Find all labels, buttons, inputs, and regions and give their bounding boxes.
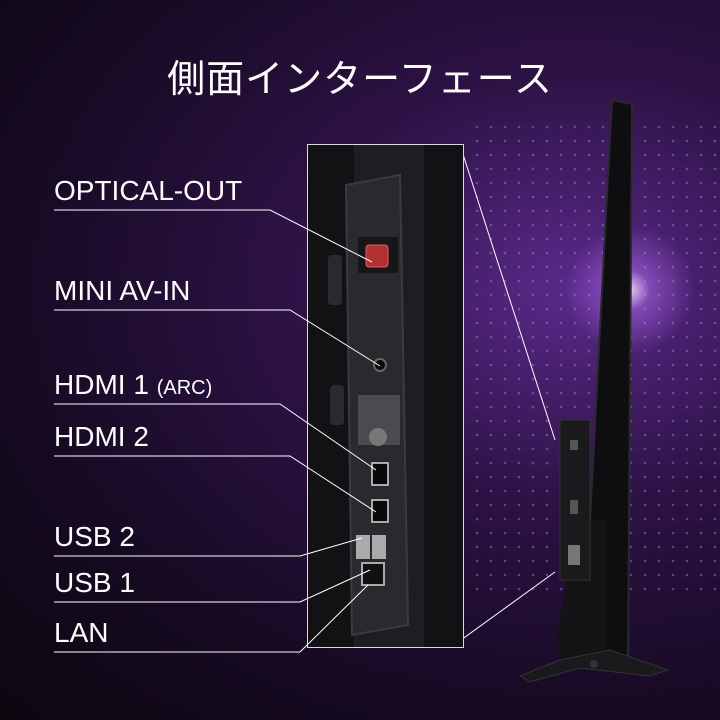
mini-av-port-icon xyxy=(373,358,387,372)
mini-av-in-label: MINI AV-IN xyxy=(54,275,191,306)
usb-port-icon xyxy=(372,535,386,559)
lan-label: LAN xyxy=(54,617,109,648)
hdmi-port-icon xyxy=(371,462,389,486)
hdmi-1-name: HDMI 1 xyxy=(54,369,149,400)
hdmi-1-label: HDMI 1 (ARC) xyxy=(54,370,212,403)
optical-out-label: OPTICAL-OUT xyxy=(54,175,243,206)
page-title: 側面インターフェース xyxy=(167,57,553,101)
hdmi-2-label: HDMI 2 xyxy=(54,421,149,452)
usb-1-label: USB 1 xyxy=(54,567,135,598)
usb-2-label: USB 2 xyxy=(54,521,135,552)
hdmi-port-icon xyxy=(371,499,389,523)
usb-port-icon xyxy=(356,535,370,559)
port-panel-illustration xyxy=(308,145,463,647)
hdmi-1-arc-suffix: (ARC) xyxy=(156,377,213,399)
port-panel-closeup xyxy=(307,144,464,648)
